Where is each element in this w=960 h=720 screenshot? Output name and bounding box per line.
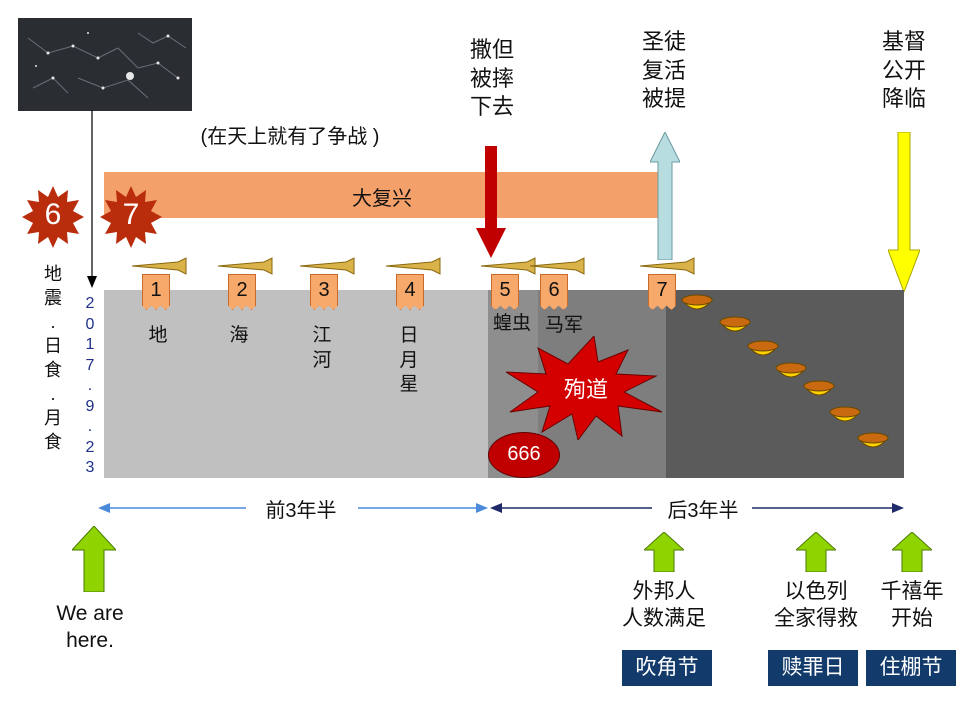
beast-number-oval — [488, 432, 560, 478]
christ-return-arrow-icon — [888, 132, 920, 292]
feast-atonement-badge: 赎罪日 — [768, 650, 858, 686]
millennium-arrow-icon — [892, 532, 932, 572]
half-period-arrows — [98, 503, 904, 513]
trumpet-4-banner: 4 — [396, 274, 424, 310]
gentiles-complete-label: 外邦人 人数满足 — [622, 580, 706, 631]
martyrdom-starburst — [506, 336, 662, 440]
seal-7-number: 7 — [122, 198, 140, 231]
trumpet-4-label: 日 月 星 — [399, 325, 419, 396]
feast-tabernacles-badge: 住棚节 — [866, 650, 956, 686]
trumpet-7-banner: 7 — [648, 274, 676, 310]
rapture-up-arrow-icon — [650, 132, 680, 260]
trumpet-2-banner: 2 — [228, 274, 256, 310]
period-trumpets-1-4 — [104, 290, 488, 478]
trumpet-3-label: 江 河 — [312, 325, 332, 371]
trumpet-1-label: 地 — [148, 325, 168, 346]
period-bowls — [666, 290, 904, 478]
gentiles-arrow-icon — [644, 532, 684, 572]
constellation-image — [18, 18, 192, 111]
beast-number-label: 666 — [507, 443, 541, 465]
trumpet-icons — [131, 257, 695, 275]
trumpet-3-banner: 3 — [310, 274, 338, 310]
millennium-start-label: 千禧年 开始 — [880, 580, 944, 631]
second-half-label: 后3年半 — [667, 500, 739, 522]
seal-6-starburst — [22, 186, 84, 248]
signs-vertical-text: 地 震 . 日 食 . 月 食 — [44, 264, 62, 452]
revival-bar: 大复兴 — [104, 172, 660, 218]
trumpet-1-banner: 1 — [142, 274, 170, 310]
revival-label: 大复兴 — [352, 188, 412, 210]
trumpet-5-banner: 5 — [491, 274, 519, 310]
martyrdom-label: 殉道 — [563, 377, 608, 402]
heaven-war-text: (在天上就有了争战 ) — [200, 126, 380, 148]
seal-6-number: 6 — [44, 198, 62, 231]
trumpet-5-label: 蝗虫 — [492, 313, 531, 334]
bowl-icons — [680, 294, 890, 448]
constellation-stars — [18, 18, 192, 111]
we-are-here-arrow-icon — [72, 526, 116, 592]
date-pointer-arrow — [87, 110, 97, 288]
seal-7-starburst — [100, 186, 162, 248]
first-half-label: 前3年半 — [265, 500, 337, 522]
we-are-here-label: We are here. — [56, 602, 124, 653]
christ-return-label: 基督 公开 降临 — [881, 29, 926, 112]
trumpet-2-label: 海 — [229, 325, 249, 346]
feast-trumpets-badge: 吹角节 — [622, 650, 712, 686]
satan-down-arrow-icon — [476, 146, 506, 258]
israel-arrow-icon — [796, 532, 836, 572]
trumpet-6-label: 马军 — [544, 315, 583, 336]
rapture-label: 圣徒 复活 被提 — [641, 29, 686, 112]
date-vertical-text: 2 0 1 7 . 9 . 2 3 — [85, 295, 95, 476]
israel-saved-label: 以色列 全家得救 — [774, 580, 858, 631]
satan-cast-down-label: 撒但 被摔 下去 — [469, 37, 514, 120]
trumpet-6-banner: 6 — [540, 274, 568, 310]
